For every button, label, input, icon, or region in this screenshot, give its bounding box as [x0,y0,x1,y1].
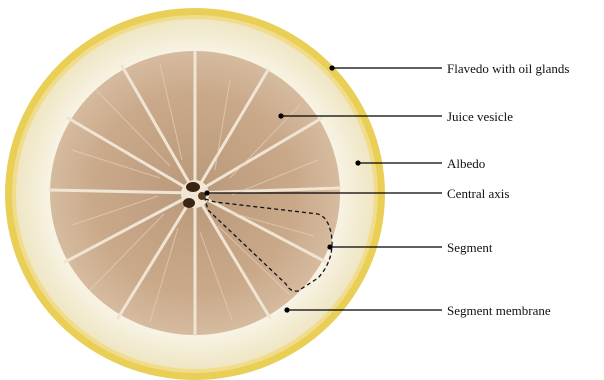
seed [183,198,195,208]
label-flavedo: Flavedo with oil glands [447,61,569,76]
label-albedo: Albedo [447,156,485,171]
label-segment-membrane: Segment membrane [447,303,551,318]
label-segment: Segment [447,240,493,255]
label-juice-vesicle: Juice vesicle [447,109,513,124]
label-central-axis: Central axis [447,186,509,201]
seed [186,182,200,192]
